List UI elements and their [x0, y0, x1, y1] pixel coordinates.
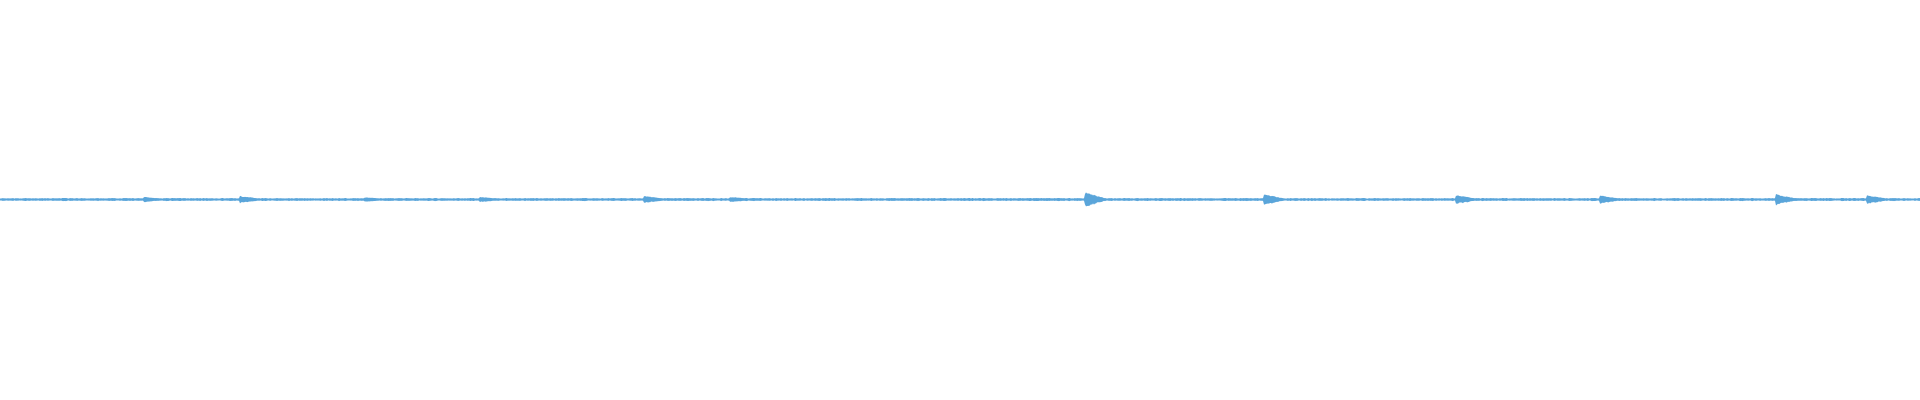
waveform-trace	[0, 192, 1920, 207]
